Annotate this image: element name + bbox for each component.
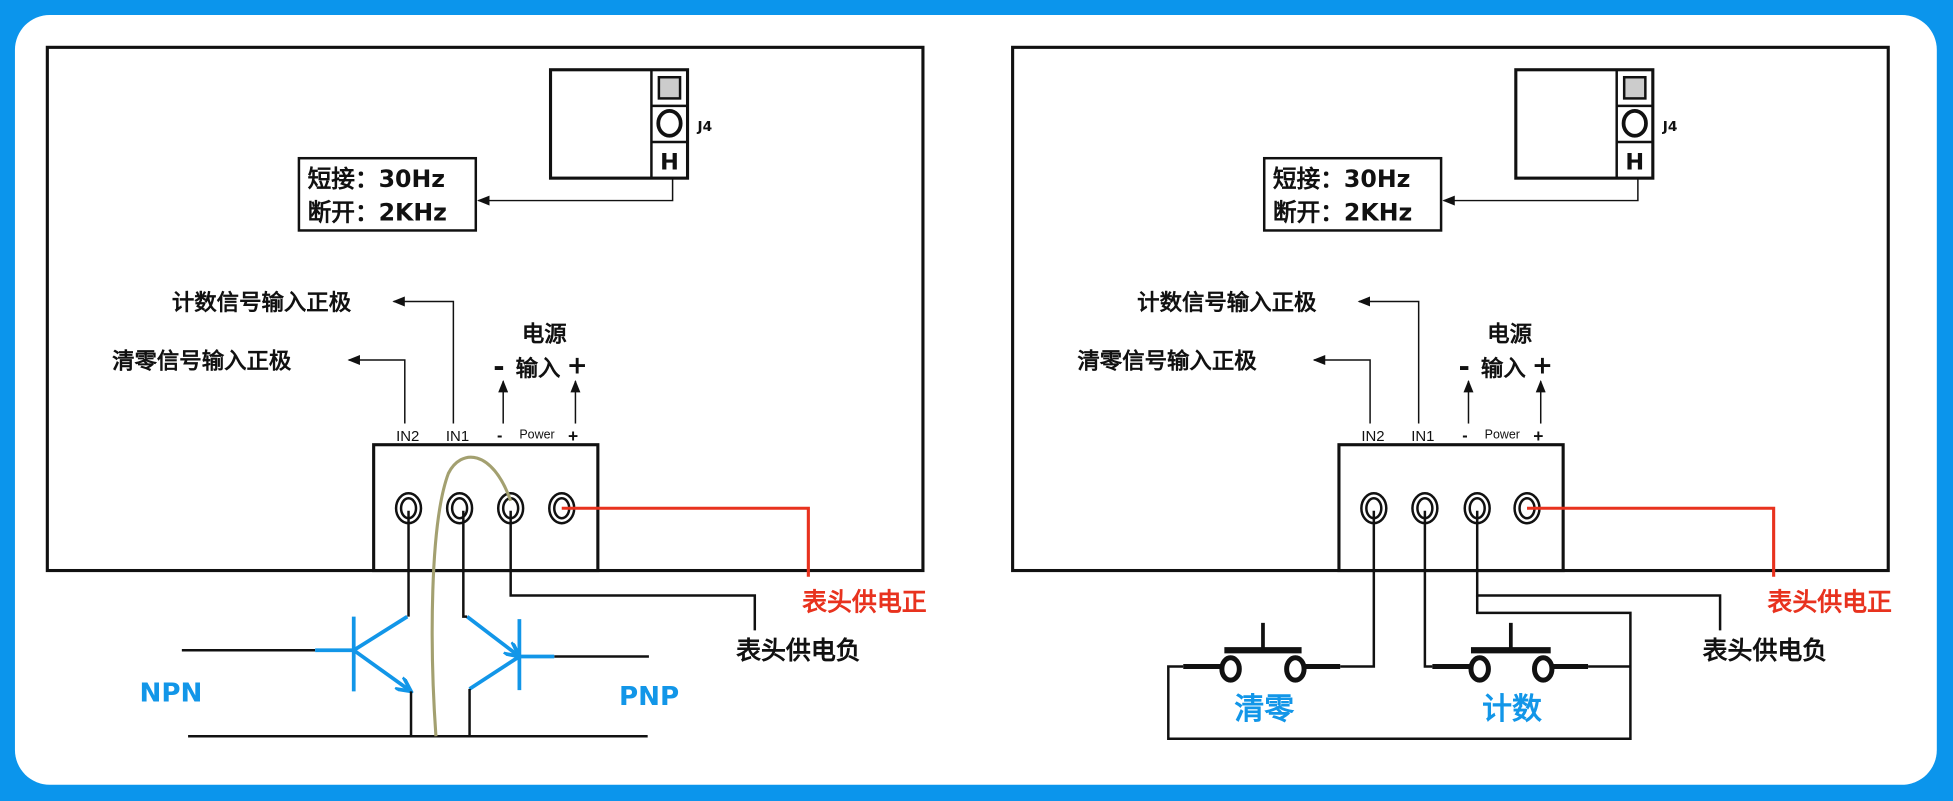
panel-transistor-wiring: H J4 短接：30Hz 断开：2KHz 计数信号输入正极 清零信号输入正极 电…	[45, 45, 927, 738]
terminal-label-in2: IN2	[396, 428, 419, 445]
j4-component: H J4	[548, 68, 713, 180]
jumper-open-text: 断开：2KHz	[1273, 198, 1412, 226]
npn-label: NPN	[140, 678, 203, 708]
component-label: J4	[1662, 119, 1678, 135]
clear-button-label: 清零	[1234, 692, 1295, 727]
terminal-label-power: Power	[519, 427, 554, 441]
count-input-label: 计数信号输入正极	[172, 289, 352, 316]
power-input-label: 输入	[1481, 355, 1526, 382]
jumper-pin-label: H	[660, 149, 679, 175]
terminal-block	[372, 443, 600, 573]
supply-negative-wire	[1475, 510, 1722, 631]
jumper-wire	[430, 455, 513, 737]
power-plus-sign: +	[567, 351, 588, 380]
power-title: 电源	[1487, 321, 1532, 347]
component-label: J4	[697, 119, 713, 135]
clear-input-label: 清零信号输入正极	[112, 348, 292, 375]
jumper-pin-label: H	[1625, 149, 1644, 175]
terminal-block	[1337, 443, 1565, 573]
terminal-label-in1: IN1	[1411, 428, 1434, 445]
supply-negative-label: 表头供电负	[1703, 636, 1828, 665]
jumper-open-text: 断开：2KHz	[308, 198, 447, 226]
npn-transistor	[181, 510, 411, 737]
supply-positive-wire	[561, 506, 810, 577]
pnp-label: PNP	[619, 682, 679, 712]
terminal-label-plus: +	[568, 426, 578, 446]
pnp-transistor	[462, 510, 649, 737]
terminal-label-minus: -	[497, 427, 502, 445]
count-button-label: 计数	[1482, 692, 1542, 727]
jumper-short-text: 短接：30Hz	[1273, 165, 1410, 193]
supply-positive-wire	[1527, 506, 1776, 577]
jumper-info-box	[297, 156, 478, 232]
power-title: 电源	[522, 321, 567, 347]
power-input-label: 输入	[516, 355, 561, 382]
terminal-label-minus: -	[1462, 427, 1467, 445]
in1-wire	[1423, 510, 1433, 668]
supply-positive-label: 表头供电正	[802, 587, 927, 616]
common-wire	[1167, 595, 1632, 740]
panel-button-wiring: H J4 短接：30Hz 断开：2KHz 计数信号输入正极 清零信号输入正极 电…	[1011, 45, 1892, 740]
clear-push-button	[1183, 622, 1341, 683]
power-plus-sign: +	[1532, 351, 1553, 380]
terminal-label-plus: +	[1533, 426, 1543, 446]
jumper-info-box	[1262, 156, 1443, 232]
supply-negative-wire	[509, 510, 757, 631]
supply-positive-label: 表头供电正	[1767, 587, 1892, 616]
supply-negative-label: 表头供电负	[736, 636, 861, 665]
count-push-button	[1432, 622, 1589, 683]
count-input-label: 计数信号输入正极	[1137, 289, 1317, 316]
jumper-short-text: 短接：30Hz	[308, 165, 445, 193]
power-minus-sign: -	[1459, 352, 1470, 383]
power-minus-sign: -	[493, 352, 504, 383]
in2-wire	[1340, 510, 1376, 668]
terminal-label-in1: IN1	[446, 428, 469, 445]
clear-input-label: 清零信号输入正极	[1077, 348, 1257, 375]
terminal-label-in2: IN2	[1361, 428, 1384, 445]
terminal-label-power: Power	[1485, 427, 1520, 441]
j4-component: H J4	[1514, 68, 1678, 180]
